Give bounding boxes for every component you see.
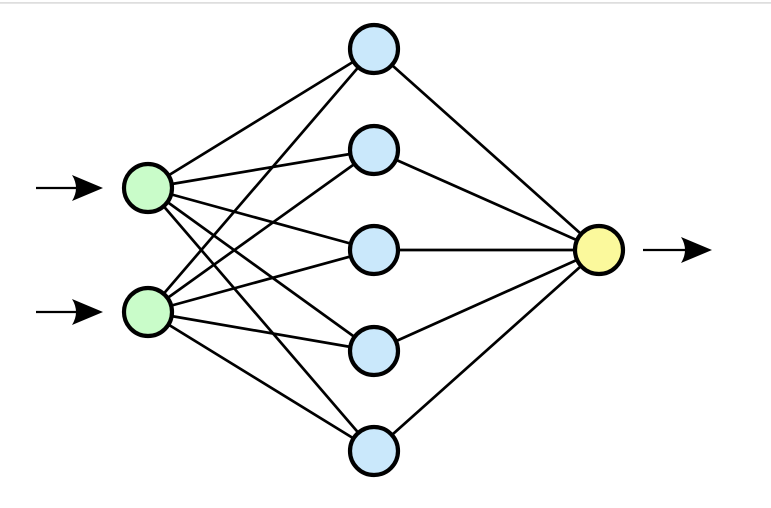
input-arrow-1-head-icon	[72, 175, 103, 201]
edge-h2-out1	[373, 148, 600, 252]
edge-in1-h5	[146, 187, 376, 452]
input-arrow-2	[36, 299, 103, 325]
nodes-layer	[121, 22, 626, 478]
edges-layer	[146, 47, 600, 453]
edge-in1-h4	[147, 186, 375, 353]
output-arrow	[643, 237, 712, 263]
edge-h5-out1	[373, 248, 600, 453]
input-arrow-1	[36, 175, 103, 201]
output-arrow-head-icon	[681, 237, 712, 263]
hidden-node-5	[347, 424, 401, 478]
edge-in1-h1	[147, 47, 375, 190]
edge-in1-h3	[147, 186, 375, 252]
hidden-node-3	[347, 223, 401, 277]
edge-in2-h4	[147, 310, 375, 353]
hidden-node-1	[347, 22, 401, 76]
edge-in1-h2	[147, 148, 375, 190]
top-border-rule	[0, 2, 771, 4]
input-node-2	[121, 285, 175, 339]
edge-in2-h2	[147, 148, 375, 314]
hidden-node-4	[347, 324, 401, 378]
arrows-layer	[36, 175, 712, 325]
output-node-1	[572, 223, 626, 277]
input-node-1	[121, 161, 175, 215]
input-arrow-2-head-icon	[72, 299, 103, 325]
edge-in2-h1	[146, 48, 376, 313]
edge-in2-h5	[147, 310, 375, 453]
hidden-node-2	[347, 123, 401, 177]
edge-in2-h3	[147, 248, 375, 314]
edge-h1-out1	[373, 47, 600, 252]
edge-h4-out1	[373, 248, 600, 353]
